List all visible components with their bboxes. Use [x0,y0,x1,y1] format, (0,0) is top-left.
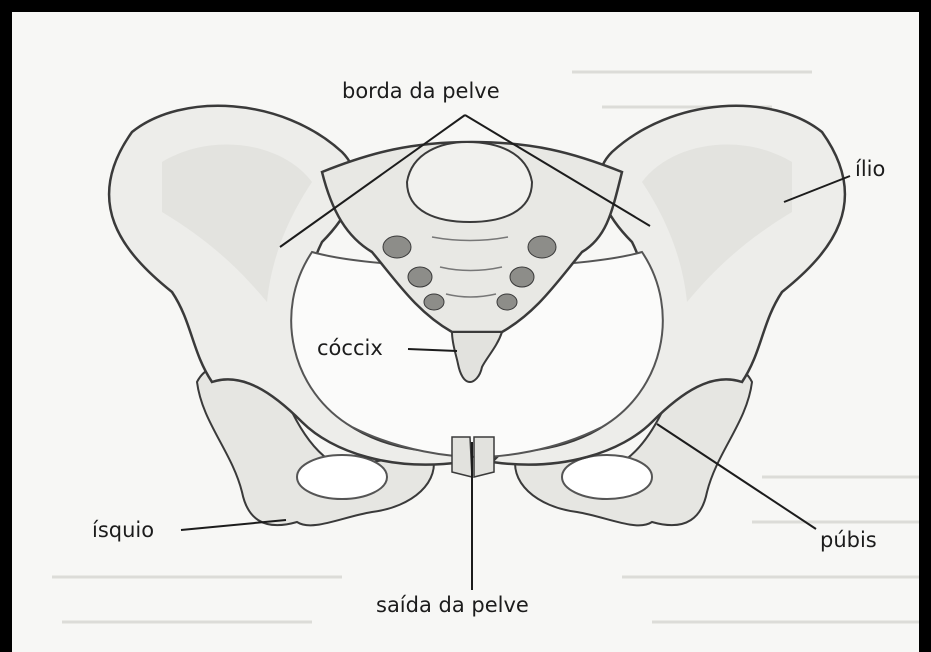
label-pubis: púbis [820,530,877,551]
label-ilium: ílio [855,159,885,180]
label-pelvic-brim: borda da pelve [342,81,500,102]
label-pelvic-outlet: saída da pelve [376,595,529,616]
sacral-promontory [407,142,532,222]
left-obturator-foramen [297,455,387,499]
label-coccyx: cóccix [317,338,383,359]
right-obturator-foramen [562,455,652,499]
label-ischium: ísquio [92,520,154,541]
pelvis-illustration [12,12,931,652]
